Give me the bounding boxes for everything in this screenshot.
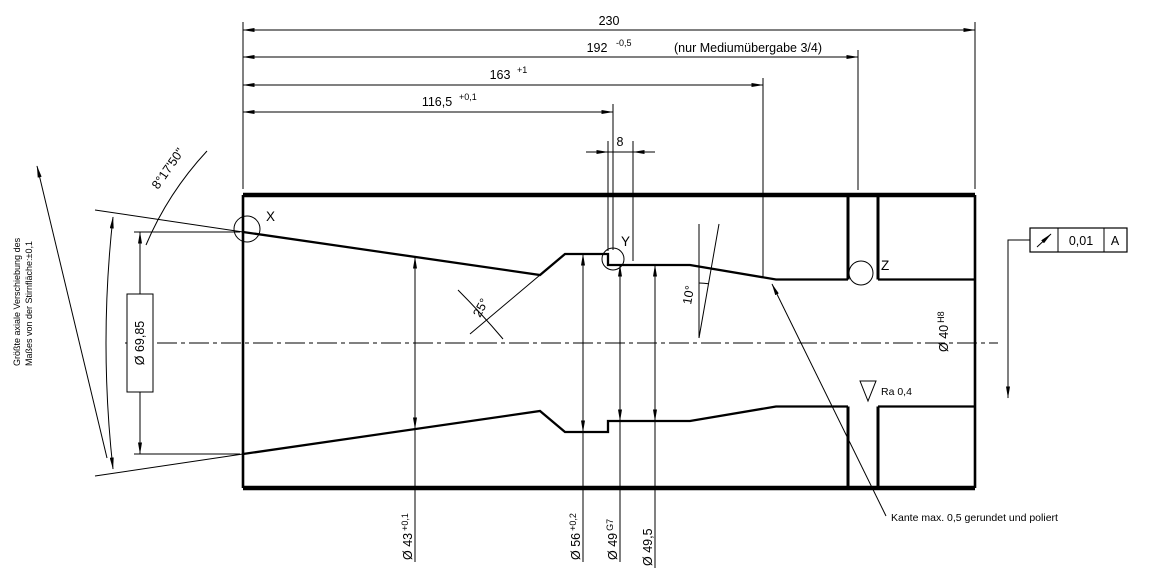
edge-note-label: Kante max. 0,5 gerundet und poliert	[891, 512, 1058, 524]
dia-49-5-label: Ø 49,5	[641, 528, 655, 566]
detail-label-x: X	[266, 209, 275, 224]
dim-192-tolerance: -0,5	[616, 38, 632, 48]
dimension-dia-43: Ø 43+0,1	[400, 256, 417, 562]
dim-116-5-label: 116,5	[422, 95, 452, 109]
roughness-icon	[859, 380, 877, 403]
dimension-dia-69-85: Ø 69,85	[126, 231, 240, 455]
gauge-diameter-label: Ø 69,85	[133, 321, 147, 366]
dia-43-label: Ø 43+0,1	[400, 513, 415, 560]
axial-displacement-note: Größte axiale Verschiebung des Maßes von…	[12, 235, 34, 366]
dimension-dia-40: Ø 40H8	[936, 311, 951, 352]
dia-56-label: Ø 56+0,2	[568, 513, 583, 560]
detail-label-y: Y	[621, 234, 630, 249]
dim-230-label: 230	[599, 14, 620, 28]
dia-40-label: Ø 40H8	[936, 311, 951, 352]
dimension-dia-49-5: Ø 49,5	[641, 264, 657, 568]
dimension-116-5: 116,5 +0,1	[242, 92, 614, 250]
dim-192-note: (nur Mediumübergabe 3/4)	[674, 41, 822, 55]
angle-25: 25°	[457, 274, 541, 340]
detail-circle-z	[848, 260, 874, 286]
angle-10: 10°	[680, 223, 720, 339]
dim-163-tolerance: +1	[517, 65, 527, 75]
detail-circle-x	[233, 215, 261, 243]
tolerance-value: 0,01	[1069, 234, 1093, 248]
dimension-dia-56: Ø 56+0,2	[568, 253, 585, 562]
dimension-dia-49: Ø 49G7	[605, 264, 622, 562]
runout-icon	[1036, 233, 1052, 248]
dim-8-label: 8	[617, 135, 624, 149]
dimension-8: 8	[586, 135, 655, 261]
dim-163-label: 163	[490, 68, 511, 82]
dim-192-label: 192	[587, 41, 608, 55]
detail-circle-y	[601, 247, 625, 271]
part-outline	[241, 192, 977, 491]
basic-dimension-box	[126, 293, 154, 393]
surface-finish: Ra 0,4	[859, 380, 912, 403]
angle-10-label: 10°	[680, 284, 697, 305]
taper-angle-label: 8°17'50"	[149, 146, 187, 192]
dimension-163: 163 +1	[242, 65, 764, 277]
dim-116-5-tolerance: +0,1	[459, 92, 477, 102]
note-axial-displacement: Größte axiale Verschiebung des Maßes von…	[12, 235, 34, 366]
detail-marks: X Y Z	[233, 209, 889, 286]
angle-25-label: 25°	[470, 296, 491, 319]
transfer-groove	[846, 195, 880, 488]
dia-49-label: Ø 49G7	[605, 519, 620, 560]
tolerance-datum: A	[1111, 234, 1120, 248]
dimension-192: 192 -0,5 (nur Mediumübergabe 3/4)	[242, 38, 859, 190]
dimension-230: 230	[242, 14, 976, 189]
roughness-label: Ra 0,4	[881, 386, 912, 398]
detail-label-z: Z	[881, 258, 889, 273]
note-edge: Kante max. 0,5 gerundet und poliert	[771, 283, 1058, 524]
gdt-runout: 0,01 A	[1006, 227, 1128, 399]
